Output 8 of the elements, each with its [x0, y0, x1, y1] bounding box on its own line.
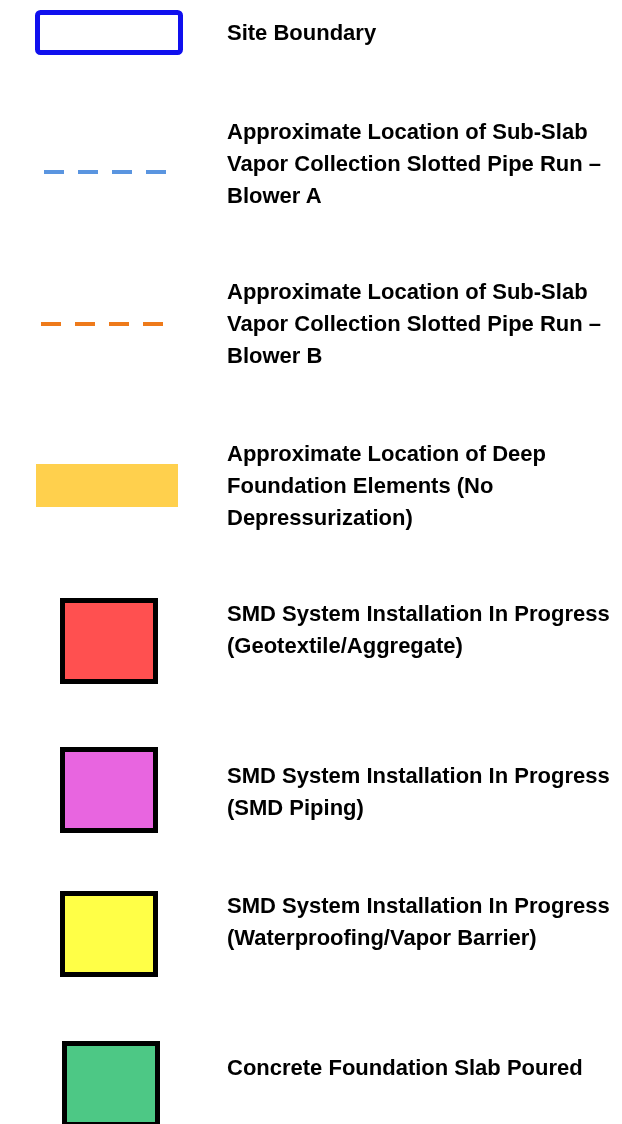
legend-label: Approximate Location of Sub-Slab Vapor Collection Slotted Pipe Run – Blower A [227, 118, 603, 210]
legend-label: SMD System Installation In Progress (Geotextile/Aggregate) [227, 600, 611, 660]
legend-label: Approximate Location of Deep Foundation Elements (No Depressurization) [227, 440, 548, 532]
legend-label: Approximate Location of Sub-Slab Vapor Collection Slotted Pipe Run – Blower B [227, 278, 603, 370]
legend-label: Concrete Foundation Slab Poured [227, 1054, 584, 1082]
legend-label: SMD System Installation In Progress (SMD Piping) [227, 762, 611, 822]
legend-label: SMD System Installation In Progress (Waterproofing/Vapor Barrier) [227, 892, 611, 952]
legend-label: Site Boundary [227, 19, 378, 47]
